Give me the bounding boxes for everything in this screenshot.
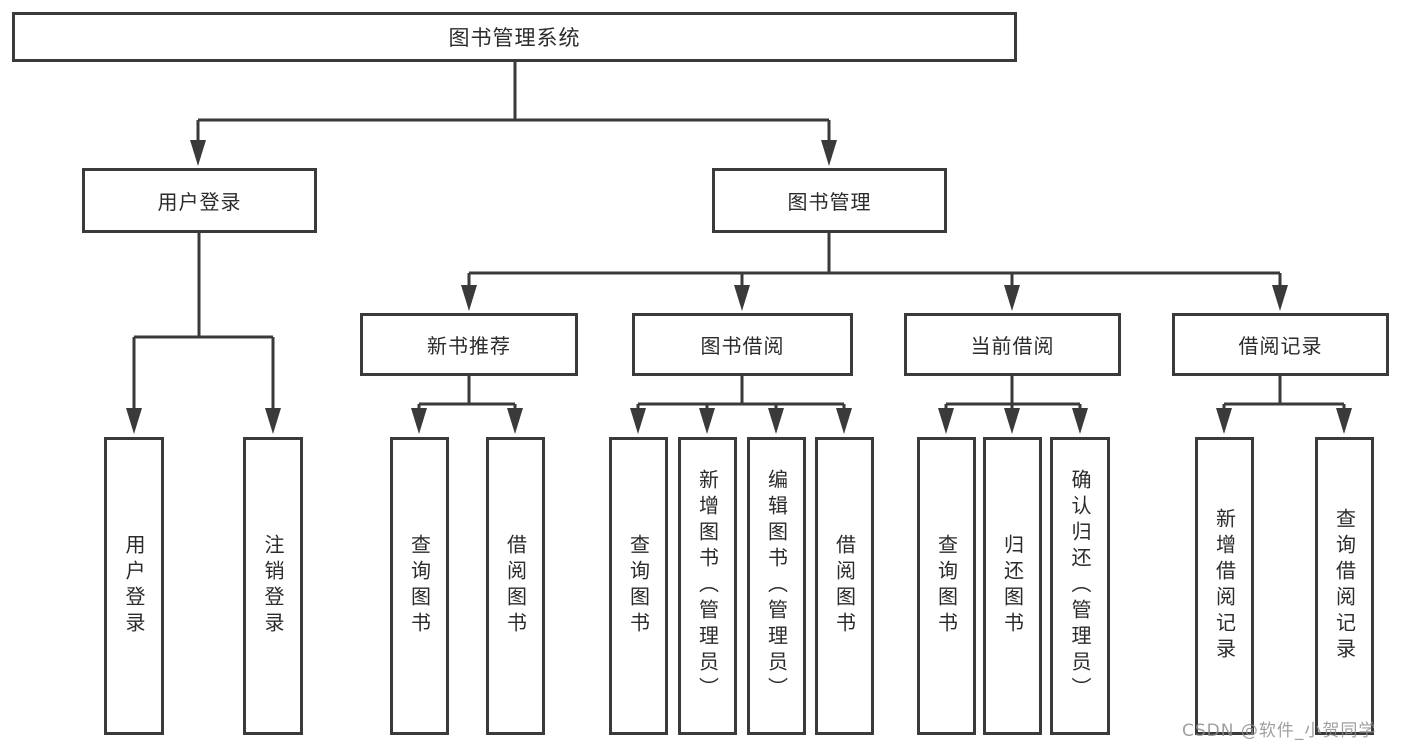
node-label: 图书管理系统	[448, 26, 581, 50]
node-label: 归还图书	[1000, 534, 1025, 638]
node-label: 查询图书	[407, 534, 432, 638]
node-label: 注销登录	[261, 534, 285, 638]
node-user-login: 用户登录	[82, 168, 317, 233]
node-label: 确认归还（管理员）	[1068, 469, 1092, 703]
connector-book-management-branch	[461, 231, 1288, 311]
leaf-current-query-books: 查询图书	[917, 437, 976, 735]
node-label: 查询借阅记录	[1332, 508, 1357, 664]
leaf-borrowing-add-books: 新增图书（管理员）	[678, 437, 737, 735]
node-label: 图书借阅	[700, 334, 785, 358]
node-label: 新书推荐	[427, 334, 511, 358]
node-label: 编辑图书（管理员）	[764, 469, 789, 703]
leaf-recommend-query-books: 查询图书	[390, 437, 449, 735]
node-label: 借阅记录	[1238, 334, 1323, 358]
node-label: 查询图书	[626, 534, 651, 638]
connector-root-to-level2	[190, 60, 837, 166]
leaf-user-login: 用户登录	[104, 437, 164, 735]
node-system-root: 图书管理系统	[12, 12, 1017, 62]
leaf-borrowing-edit-books: 编辑图书（管理员）	[747, 437, 806, 735]
connector-book-borrowing-branch	[630, 374, 852, 434]
leaf-borrowing-borrow-books: 借阅图书	[815, 437, 874, 735]
node-label: 新增图书（管理员）	[695, 469, 720, 703]
connector-current-borrowing-branch	[938, 374, 1088, 434]
leaf-logout-login: 注销登录	[243, 437, 303, 735]
leaf-current-return-books: 归还图书	[983, 437, 1042, 735]
node-label: 用户登录	[157, 190, 242, 214]
leaf-records-query-record: 查询借阅记录	[1315, 437, 1374, 735]
connector-user-login-branch	[126, 231, 281, 434]
connector-borrowing-records-branch	[1216, 374, 1352, 434]
leaf-records-add-record: 新增借阅记录	[1195, 437, 1254, 735]
leaf-current-confirm-return: 确认归还（管理员）	[1050, 437, 1110, 735]
leaf-recommend-borrow-books: 借阅图书	[486, 437, 545, 735]
csdn-watermark: CSDN @软件_小贺同学	[1182, 721, 1377, 741]
node-label: 用户登录	[122, 534, 146, 638]
leaf-borrowing-query-books: 查询图书	[609, 437, 668, 735]
node-borrowing-records: 借阅记录	[1172, 313, 1389, 376]
connector-new-book-recommend-branch	[411, 374, 523, 434]
node-label: 图书管理	[787, 190, 872, 214]
node-label: 新增借阅记录	[1212, 508, 1237, 664]
node-book-management: 图书管理	[712, 168, 947, 233]
node-current-borrowing: 当前借阅	[904, 313, 1121, 376]
node-label: 借阅图书	[832, 534, 857, 638]
node-label: 借阅图书	[503, 534, 528, 638]
node-book-borrowing: 图书借阅	[632, 313, 853, 376]
node-label: 当前借阅	[970, 334, 1055, 358]
node-new-book-recommend: 新书推荐	[360, 313, 578, 376]
node-label: 查询图书	[934, 534, 959, 638]
